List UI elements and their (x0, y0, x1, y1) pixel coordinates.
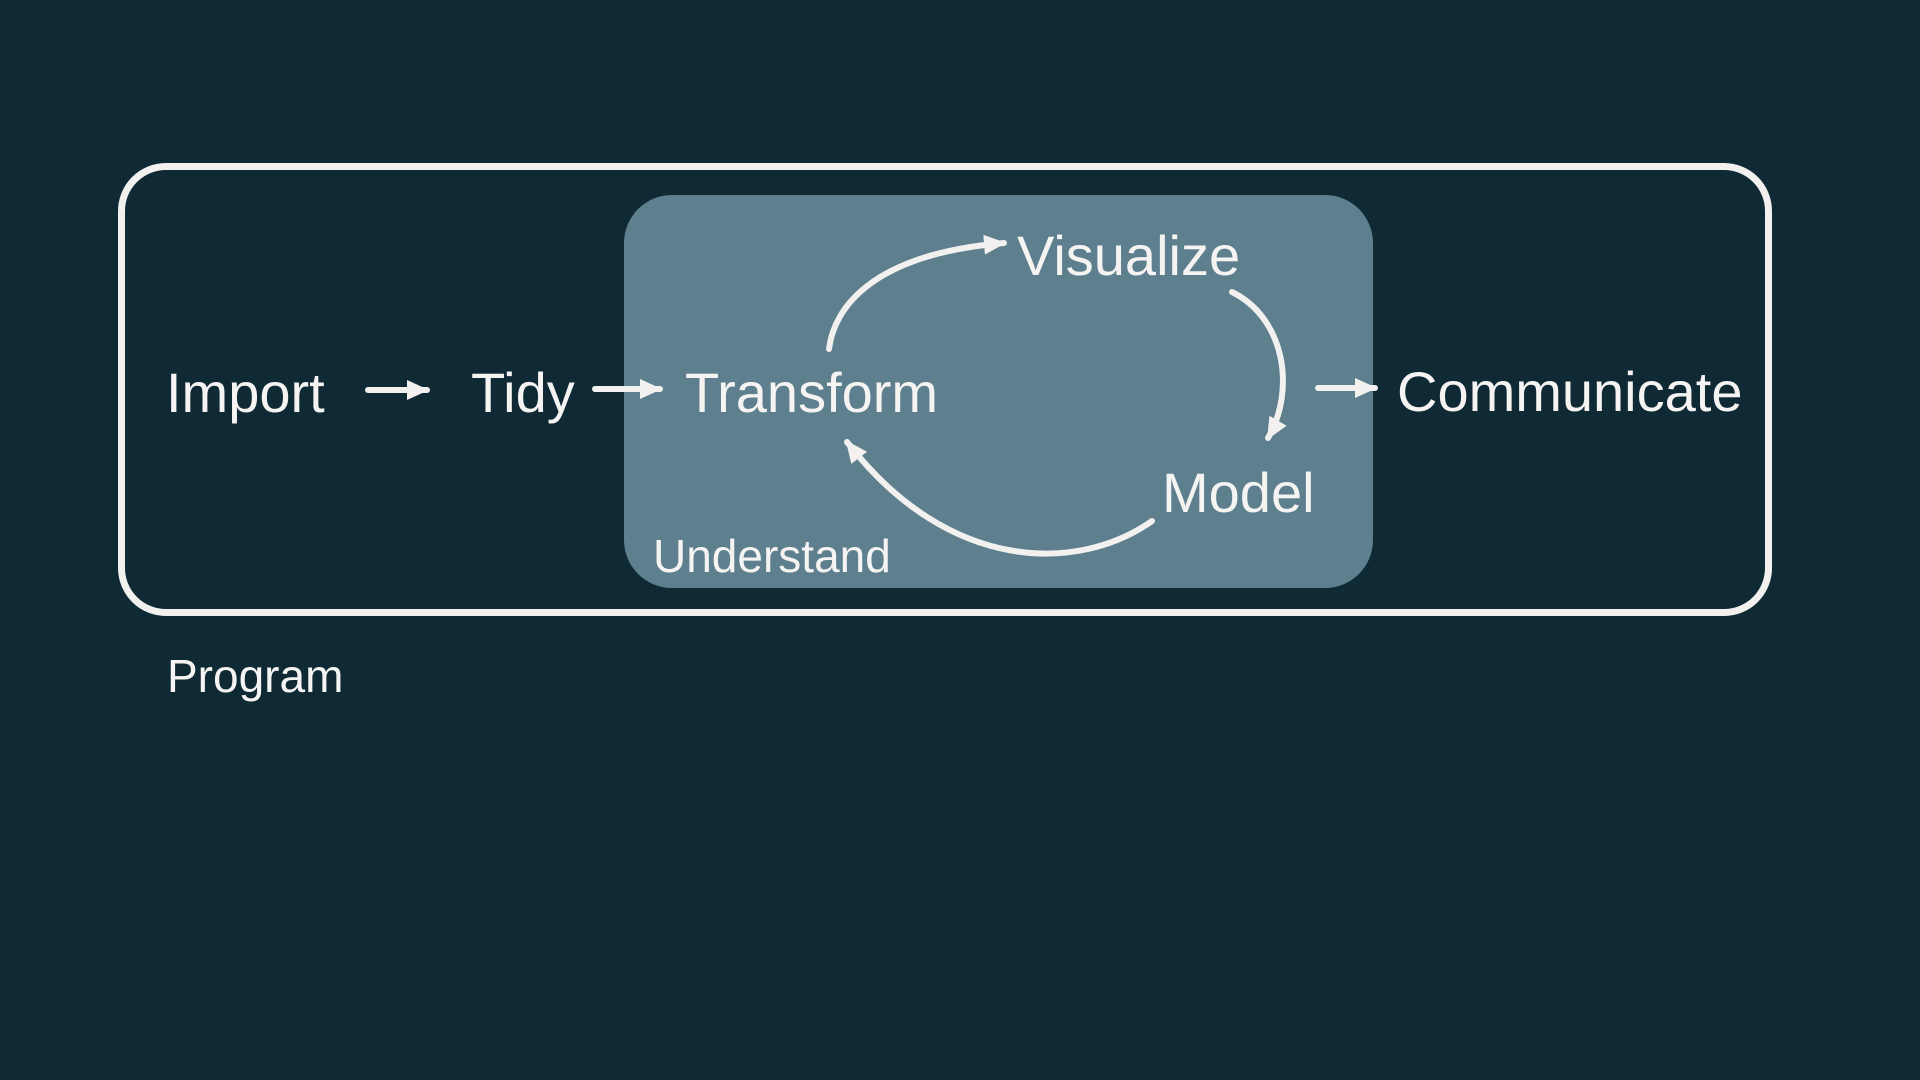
node-communicate: Communicate (1397, 360, 1743, 423)
node-model: Model (1162, 461, 1315, 524)
program-group-label: Program (167, 650, 344, 702)
node-import: Import (166, 361, 325, 424)
node-visualize: Visualize (1017, 224, 1241, 287)
program-box (118, 163, 1772, 616)
understand-group-label: Understand (653, 530, 891, 582)
node-transform: Transform (685, 361, 939, 424)
node-tidy: Tidy (471, 361, 575, 424)
